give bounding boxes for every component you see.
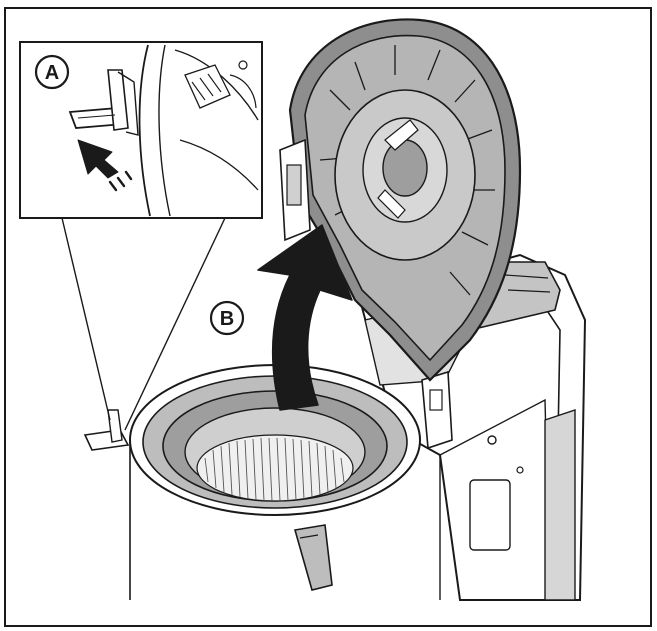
leader-line-right xyxy=(124,217,226,431)
leader-line-left xyxy=(61,217,111,421)
callout-a: A xyxy=(34,54,70,90)
filter-lid xyxy=(279,18,522,382)
lift-arrow xyxy=(257,224,353,411)
outer-frame xyxy=(4,7,652,627)
press-arrow xyxy=(77,139,119,179)
callout-a-label: A xyxy=(45,62,59,84)
filter-container xyxy=(83,364,421,591)
callout-b-label: B xyxy=(220,308,234,330)
latch-closeup xyxy=(68,44,259,217)
callout-b: B xyxy=(209,300,245,336)
pleated-filter xyxy=(196,434,354,502)
detail-inset: A xyxy=(19,41,263,431)
